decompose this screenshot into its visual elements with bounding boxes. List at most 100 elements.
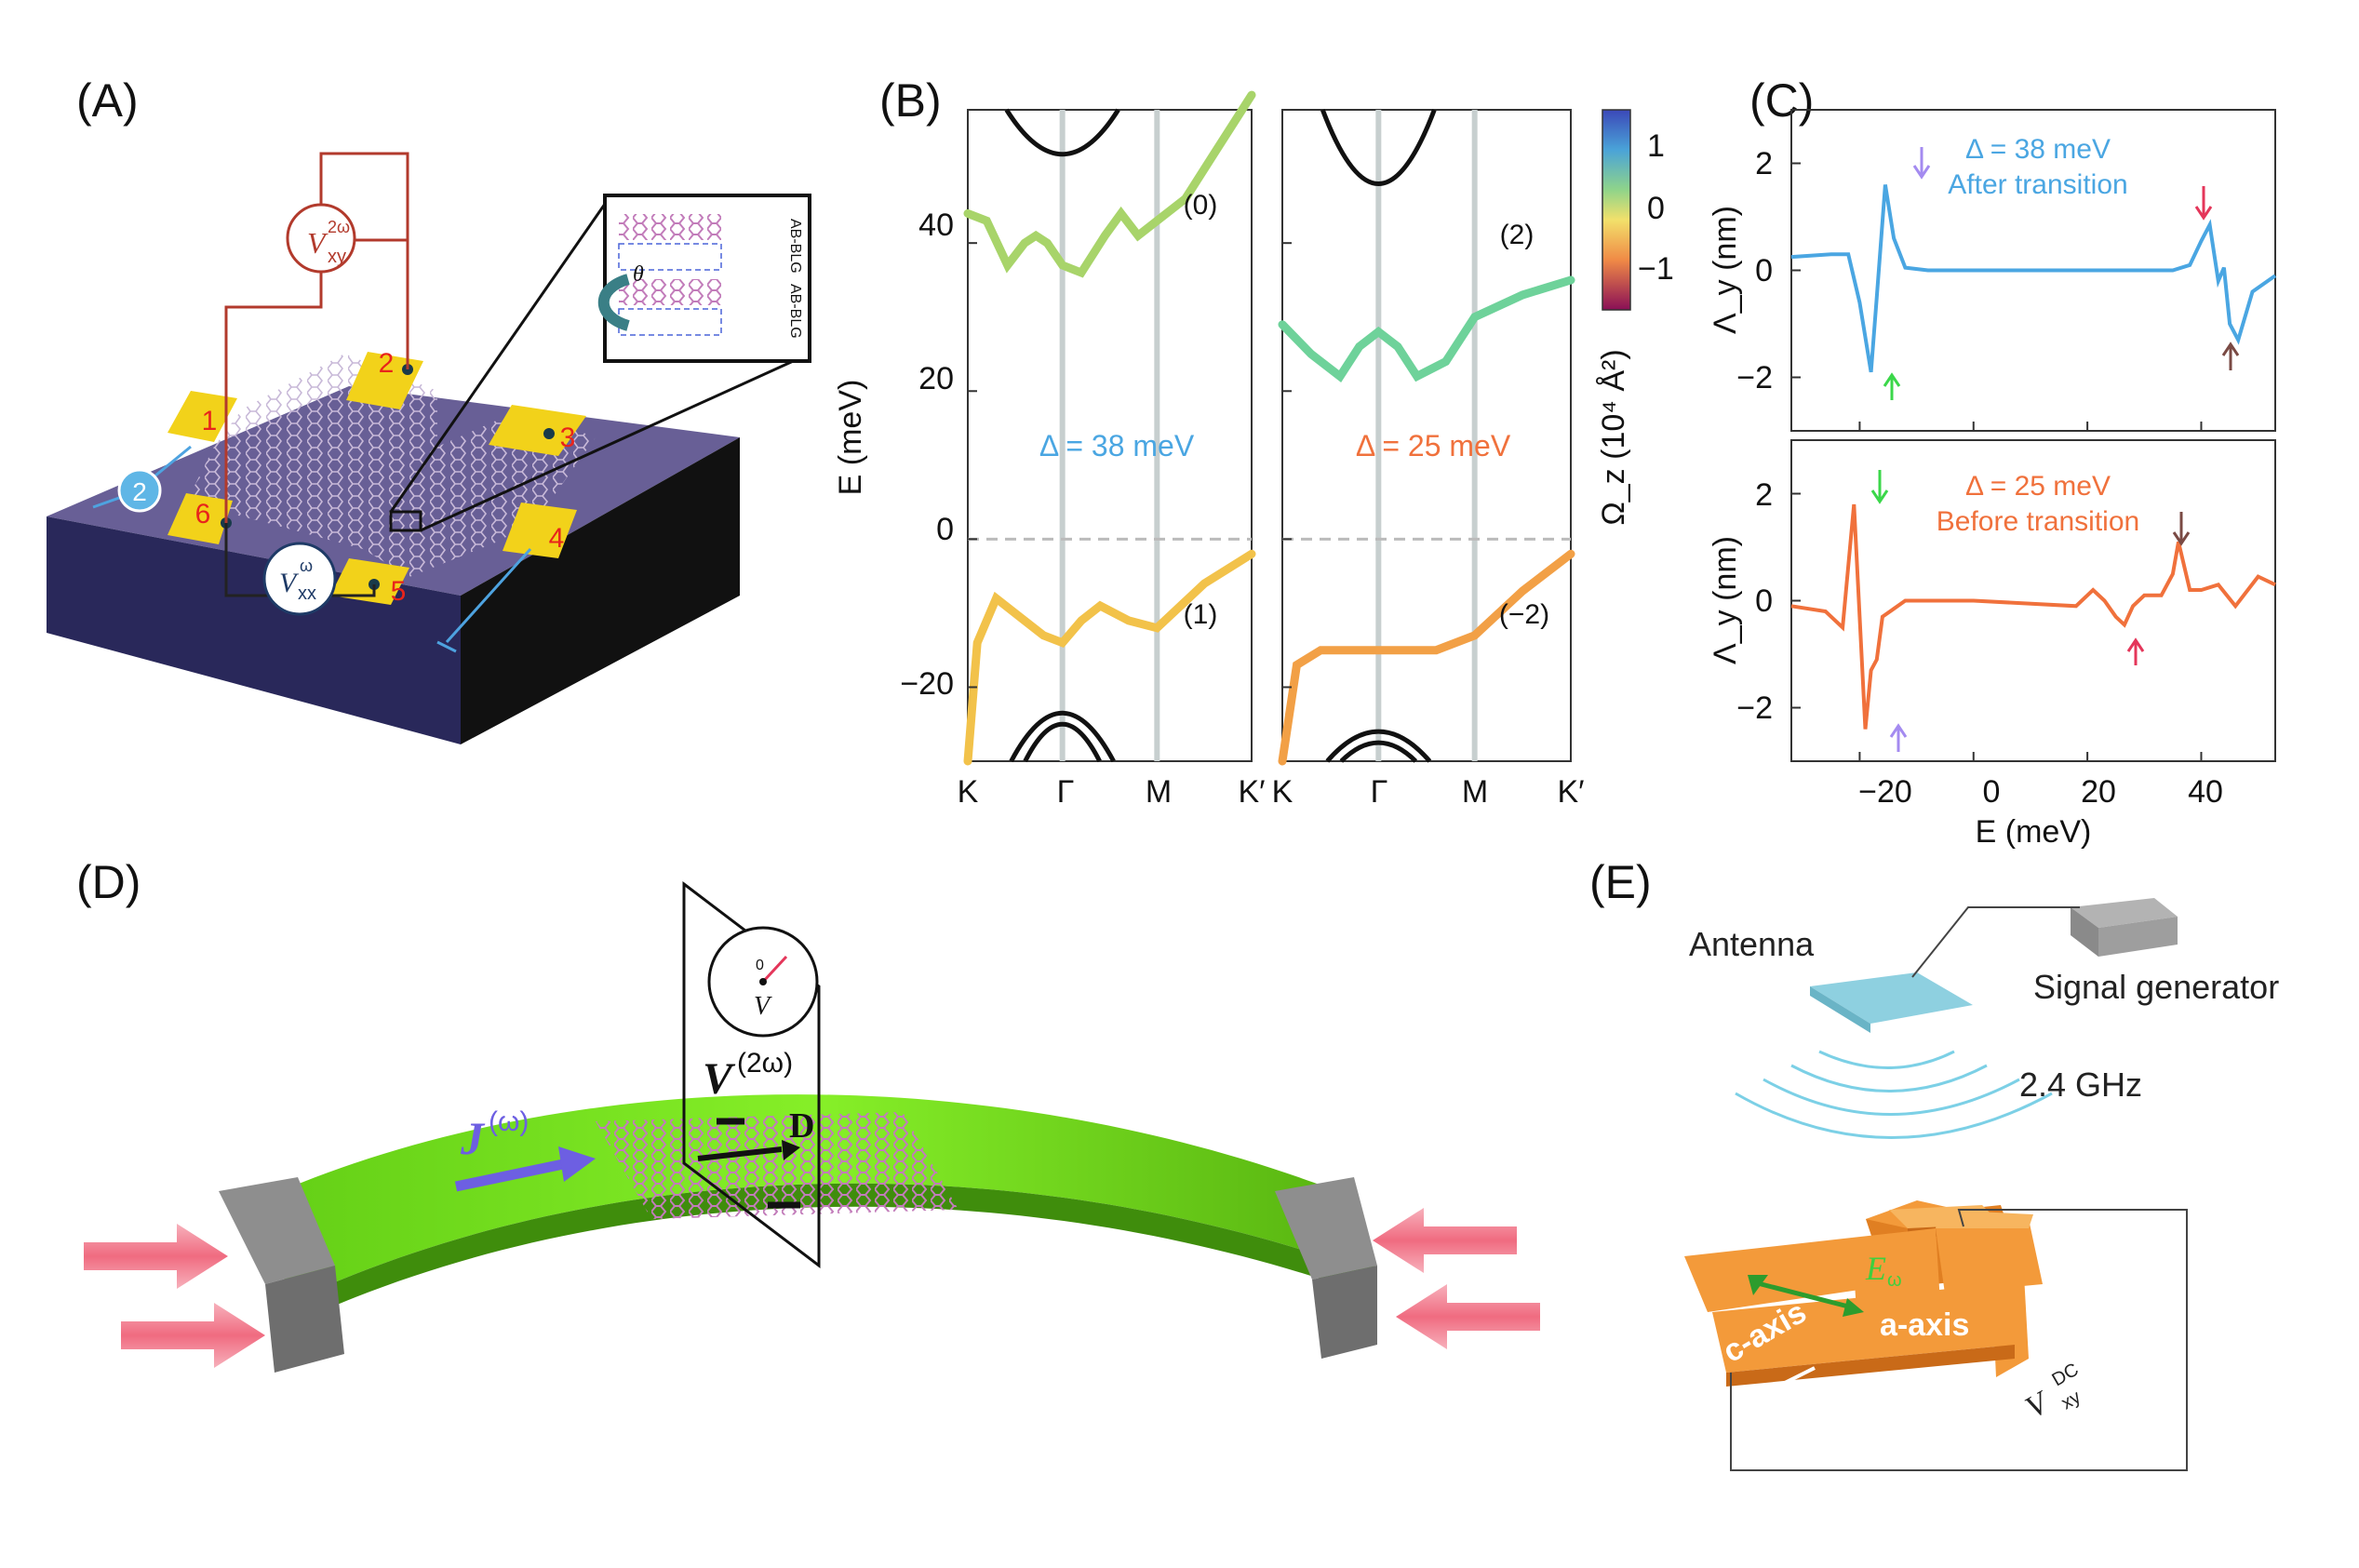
bent-substrate	[270, 1094, 1377, 1303]
pad-1	[168, 391, 237, 442]
panel-b: (B) E (meV) 40 20 0 −20 K Γ M K′ K Γ M K…	[833, 74, 1674, 810]
hall-cross-sample	[1684, 1200, 2043, 1387]
b-right-xtick-gamma: Γ	[1371, 774, 1388, 810]
b-right-xtick-m: M	[1462, 774, 1488, 810]
panel-d: (D) 0 V V (2ω) D J	[76, 856, 1540, 1373]
c-top-delta: Δ = 38 meV	[1965, 134, 2111, 165]
antenna-label: Antenna	[1689, 925, 1815, 963]
graphene-flake	[186, 354, 596, 577]
b-left-label-upper: (0)	[1184, 190, 1218, 221]
b-right-xtick-kprime: K′	[1557, 774, 1584, 810]
c-bottom-ytick-minus2: −2	[1736, 690, 1773, 726]
b-left-xtick-gamma: Γ	[1057, 774, 1075, 810]
dipole-series-line	[1790, 184, 2277, 373]
clamp-left	[219, 1177, 335, 1284]
current-sup: (ω)	[489, 1106, 529, 1137]
c-top-ytick-minus2: −2	[1736, 360, 1773, 395]
b-left-label-lower: (1)	[1184, 599, 1218, 630]
stack-label-top: AB-BLG	[787, 219, 803, 274]
band-ytick-0: 0	[936, 512, 954, 547]
remote-band-lower	[1009, 710, 1116, 763]
voltage-sup: (2ω)	[737, 1048, 793, 1079]
remote-band-upper	[1320, 109, 1437, 186]
vxy-sup: 2ω	[328, 218, 350, 236]
band-ytick-minus20: −20	[900, 666, 954, 702]
c-xtick-20: 20	[2081, 774, 2116, 810]
band-ytick-40: 40	[918, 208, 954, 243]
b-right-label-upper: (2)	[1500, 220, 1535, 250]
c-top-state: After transition	[1948, 169, 2127, 200]
meter-v: V	[754, 992, 772, 1021]
colorbar-tick-minus1: −1	[1638, 251, 1674, 287]
dipole-label: D	[789, 1106, 814, 1146]
c-bottom-ylabel: Λ_y (nm)	[1708, 536, 1743, 664]
remote-band-lower-2	[1023, 721, 1102, 763]
c-xtick-40: 40	[2188, 774, 2223, 810]
panel-a: (A) 1 2 3 4 5 6 V 2ω xy V	[47, 74, 811, 744]
vdc-sup: DC	[2049, 1360, 2083, 1390]
frequency-label: 2.4 GHz	[2019, 1065, 2142, 1104]
c-bottom-ytick-2: 2	[1755, 477, 1773, 513]
c-top-arrows	[1883, 147, 2240, 400]
c-bottom-arrows	[1870, 470, 2191, 752]
substrate-front	[47, 516, 461, 744]
b-right-label-lower: (−2)	[1499, 599, 1549, 630]
c-top-ytick-0: 0	[1755, 253, 1773, 288]
c-xlabel: E (meV)	[1976, 814, 2092, 850]
colorbar-tick-0: 0	[1647, 191, 1665, 226]
b-left-xtick-m: M	[1146, 774, 1172, 810]
b-right-delta: Δ = 25 meV	[1356, 429, 1511, 462]
vxx-sub: xx	[298, 583, 316, 604]
voltage-label: V	[703, 1054, 736, 1104]
panel-e: (E) Antenna Signal generator 2.4 GHz	[1589, 856, 2279, 1471]
panel-c-label: (C)	[1749, 74, 1814, 127]
band-plot-left-content	[963, 90, 1256, 766]
c-xtick-0: 0	[1983, 774, 2001, 810]
band-plot-right-content	[1278, 109, 1575, 766]
generator-label: Signal generator	[2033, 968, 2279, 1006]
vxx-symbol: V	[279, 568, 300, 598]
c-bottom-state: Before transition	[1937, 506, 2139, 537]
remote-band-upper	[1004, 108, 1120, 157]
field-label: E	[1865, 1250, 1886, 1287]
source-label: 2	[132, 477, 147, 506]
vxx-sup: ω	[300, 556, 313, 575]
panel-a-label: (A)	[76, 74, 139, 127]
band-series-1	[1278, 549, 1575, 766]
panel-c: (C) 2 0 −2 2 0 −2 −20 0 20 40 E (meV) Λ_…	[1708, 74, 2277, 850]
pad-3	[489, 405, 586, 456]
vdc-symbol: V	[2020, 1384, 2057, 1426]
pad-4-label: 4	[549, 523, 565, 554]
c-top-ytick-2: 2	[1755, 146, 1773, 181]
berry-colorbar	[1602, 109, 1631, 311]
pad-6	[168, 493, 233, 544]
pad-1-label: 1	[202, 406, 218, 436]
current-source	[117, 468, 162, 513]
dipole-plot-bottom-content	[1790, 492, 2276, 761]
panel-e-label: (E)	[1589, 856, 1652, 908]
vxx-meter	[262, 542, 337, 616]
band-series-1	[963, 549, 1256, 766]
pad-2-label: 2	[379, 348, 395, 379]
force-arrows	[84, 1208, 1540, 1368]
remote-band-lower-2	[1339, 740, 1418, 763]
band-series-0	[963, 90, 1256, 278]
b-left-delta: Δ = 38 meV	[1039, 429, 1195, 462]
panel-b-label: (B)	[879, 74, 942, 127]
colorbar-label: Ω_z (10⁴ Å²)	[1596, 349, 1631, 525]
dipole-series-line	[1790, 503, 2276, 730]
pad-4	[503, 503, 577, 558]
c-xtick-minus20: −20	[1858, 774, 1912, 810]
c-bottom-delta: Δ = 25 meV	[1965, 471, 2111, 502]
vxy-sub: xy	[328, 247, 346, 267]
panel-d-label: (D)	[76, 856, 141, 908]
lattice-patch	[596, 1112, 958, 1219]
band-ylabel: E (meV)	[833, 380, 868, 496]
band-plot-left	[967, 109, 1253, 762]
pad-3-label: 3	[560, 422, 576, 453]
meter-zero: 0	[756, 958, 764, 973]
vxy-symbol: V	[307, 226, 328, 260]
c-top-ylabel: Λ_y (nm)	[1708, 206, 1743, 334]
pad-5-label: 5	[391, 576, 407, 607]
